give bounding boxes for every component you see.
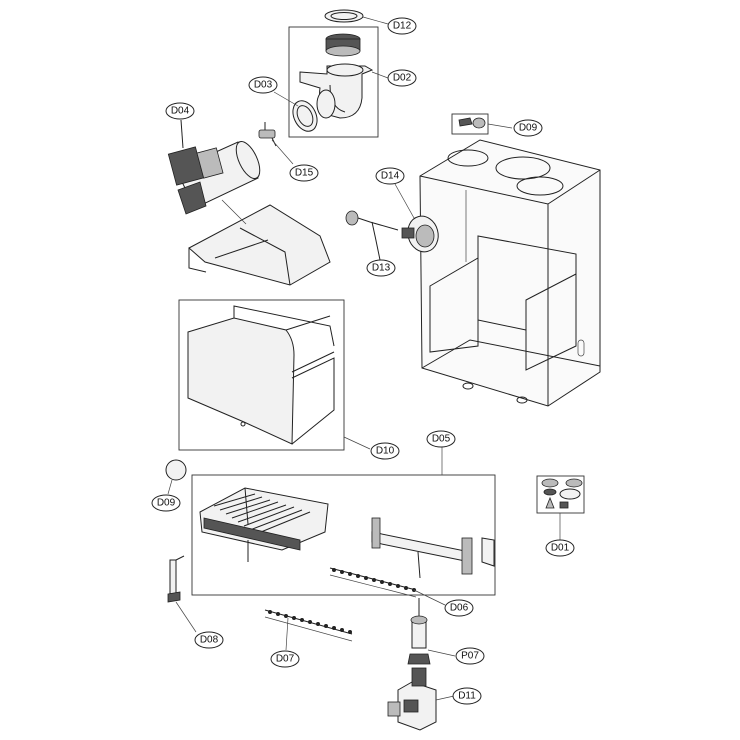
callout-d10-text: D10: [376, 446, 395, 457]
part-sensing-tube-d13: [345, 210, 399, 261]
part-boiler-casing: [419, 139, 601, 407]
callout-d04: D04: [165, 102, 195, 120]
callout-d12-text: D12: [393, 21, 412, 32]
part-burner-assembly-d05: [199, 487, 329, 562]
part-gas-manifold-d05: [371, 517, 495, 579]
callout-d15: D15: [289, 164, 319, 182]
part-ignition-electrode-d08: [167, 555, 185, 603]
callout-d08-text: D08: [200, 635, 219, 646]
callout-d05-text: D05: [432, 434, 451, 445]
callout-d01-text: D01: [551, 543, 570, 554]
callout-d03-text: D03: [254, 80, 273, 91]
callout-p07: P07: [455, 647, 485, 665]
callout-d04-text: D04: [171, 106, 190, 117]
callout-d07: D07: [270, 650, 300, 668]
part-sight-glass-d09: [165, 459, 187, 481]
callout-d14: D14: [375, 167, 405, 185]
callout-d02-text: D02: [393, 73, 412, 84]
small-kit-group-box: [536, 475, 585, 514]
flue-elbow-group-box: [288, 26, 379, 138]
part-small-kit-d01: [541, 478, 583, 509]
callout-d10: D10: [370, 442, 400, 460]
part-gas-pipe-p07: [407, 598, 431, 665]
part-combustion-chamber-d10: [187, 305, 335, 445]
callout-d11-text: D11: [458, 691, 476, 702]
callout-d12: D12: [387, 17, 417, 35]
part-pressure-switch-d14: [401, 215, 439, 253]
callout-d13: D13: [366, 259, 396, 277]
callout-d06-text: D06: [450, 603, 469, 614]
burner-group-box: [191, 474, 496, 596]
part-flue-elbow-d02: [299, 33, 374, 119]
callout-d11: D11: [452, 687, 482, 705]
callout-d15-text: D15: [295, 168, 314, 179]
callout-d09-top: D09: [513, 119, 543, 137]
callout-d09-left: D09: [151, 494, 181, 512]
callout-d07-text: D07: [276, 654, 295, 665]
callout-d09-top-text: D09: [519, 123, 538, 134]
part-sensor-d15: [258, 122, 277, 147]
callout-p07-text: P07: [461, 651, 479, 662]
callout-d03: D03: [248, 76, 278, 94]
part-gasket-d03: [292, 100, 318, 132]
part-fan-blower-d04: [167, 119, 261, 215]
callout-d06: D06: [444, 599, 474, 617]
callout-d01: D01: [545, 539, 575, 557]
callout-d08: D08: [194, 631, 224, 649]
combustion-chamber-group-box: [178, 299, 345, 451]
callout-d05: D05: [426, 430, 456, 448]
callout-d02: D02: [387, 69, 417, 87]
part-small-fittings-d09: [458, 117, 486, 129]
part-injector-row-d06: [329, 567, 417, 598]
part-seal-ring-d12: [324, 9, 364, 23]
callout-d09-left-text: D09: [157, 498, 176, 509]
part-injector-row-d07: [264, 609, 353, 642]
part-fan-hood: [188, 199, 331, 286]
callout-d13-text: D13: [372, 263, 391, 274]
part-gas-valve-d11: [387, 667, 437, 731]
callout-d14-text: D14: [381, 171, 400, 182]
